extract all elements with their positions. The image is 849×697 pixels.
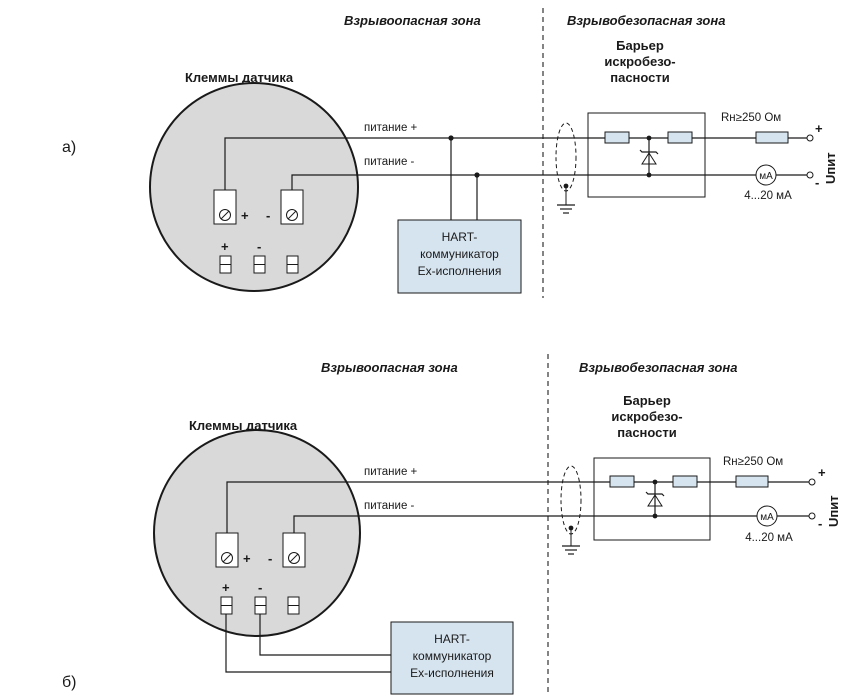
- output-plus-sign: +: [815, 121, 823, 136]
- safe-zone-title: Взрывобезопасная зона: [579, 360, 737, 375]
- hart-line-3: Ex-исполнения: [410, 666, 494, 680]
- barrier-line-2: искробезо-: [604, 54, 675, 69]
- load-resistor-label: Rн≥250 Ом: [721, 112, 781, 124]
- output-minus-sign: -: [815, 175, 819, 190]
- output-plus-terminal: [806, 134, 814, 142]
- current-range-label: 4...20 мА: [745, 532, 793, 544]
- socket-minus-sign: -: [257, 239, 261, 254]
- sensor-terminals-title: Клеммы датчика: [185, 70, 294, 85]
- milliammeter-label: мА: [760, 512, 774, 523]
- safe-zone-title: Взрывобезопасная зона: [567, 13, 725, 28]
- hart-wire-minus: [259, 614, 391, 656]
- hart-line-2: коммуникатор: [420, 247, 499, 261]
- sensor-housing: [149, 82, 359, 292]
- socket-minus-sign: -: [258, 580, 262, 595]
- barrier-line-1: Барьер: [623, 393, 671, 408]
- screw-slot: [287, 210, 297, 220]
- barrier-resistor-2: [672, 475, 698, 488]
- barrier-box: [593, 457, 711, 541]
- barrier-line-1: Барьер: [616, 38, 664, 53]
- socket-plus-sign: +: [221, 239, 229, 254]
- supply-minus-label: питание -: [364, 156, 415, 168]
- barrier-resistor-1: [609, 475, 635, 488]
- ground-icon: [562, 545, 580, 555]
- zener-diode-icon: [639, 138, 659, 175]
- screw-slot: [289, 553, 299, 563]
- test-sockets: [219, 255, 299, 274]
- hart-wire-plus: [225, 614, 391, 673]
- output-plus-sign: +: [818, 465, 826, 480]
- hart-line-2: коммуникатор: [413, 649, 492, 663]
- diagram-a: а) Взрывоопасная зона Взрывобезопасная з…: [62, 8, 838, 298]
- screw-slot: [220, 210, 230, 220]
- screw-slot: [222, 553, 232, 563]
- supply-plus-wire: [226, 481, 610, 533]
- hart-communicator-box: [390, 621, 514, 695]
- supply-plus-label: питание +: [364, 466, 418, 478]
- supply-plus-label: питание +: [364, 122, 418, 134]
- supply-plus-wire: [224, 137, 605, 190]
- hazard-zone-title: Взрывоопасная зона: [321, 360, 458, 375]
- barrier-box: [587, 112, 706, 198]
- hart-line-3: Ex-исполнения: [418, 264, 502, 278]
- supply-minus-wire: [293, 515, 757, 533]
- ground-icon: [557, 204, 575, 214]
- barrier-line-3: пасности: [610, 70, 670, 85]
- diagram-b: б) Взрывоопасная зона Взрывобезопасная з…: [62, 354, 841, 695]
- barrier-resistor-2: [667, 131, 693, 144]
- barrier-line-2: искробезо-: [611, 409, 682, 424]
- hart-line-1: HART-: [442, 230, 478, 244]
- milliammeter-label: мА: [759, 171, 773, 182]
- load-resistor: [735, 475, 769, 488]
- socket-plus-sign: +: [222, 580, 230, 595]
- terminal-plus-sign: +: [241, 208, 249, 223]
- terminal-plus-sign: +: [243, 551, 251, 566]
- diagram-label: а): [62, 139, 76, 156]
- load-resistor-label: Rн≥250 Ом: [723, 456, 783, 468]
- barrier-resistor-1: [604, 131, 630, 144]
- barrier-line-3: пасности: [617, 425, 677, 440]
- supply-voltage-label: Uпит: [826, 495, 841, 527]
- cable-shield: [555, 122, 577, 192]
- supply-voltage-label: Uпит: [823, 152, 838, 184]
- hart-line-1: HART-: [434, 632, 470, 646]
- supply-minus-wire: [291, 174, 756, 190]
- output-plus-terminal: [808, 478, 816, 486]
- output-minus-terminal: [806, 171, 814, 179]
- supply-minus-label: питание -: [364, 500, 415, 512]
- test-sockets: [220, 596, 300, 615]
- hart-communicator-box: [397, 219, 522, 294]
- current-range-label: 4...20 мА: [744, 190, 792, 202]
- diagram-label: б): [62, 674, 77, 691]
- sensor-terminals-title: Клеммы датчика: [189, 418, 298, 433]
- zener-diode-icon: [645, 482, 665, 516]
- load-resistor: [755, 131, 789, 144]
- output-minus-terminal: [808, 512, 816, 520]
- cable-shield: [560, 465, 582, 535]
- terminal-minus-sign: -: [268, 551, 272, 566]
- hazard-zone-title: Взрывоопасная зона: [344, 13, 481, 28]
- output-minus-sign: -: [818, 516, 822, 531]
- terminal-minus-sign: -: [266, 208, 270, 223]
